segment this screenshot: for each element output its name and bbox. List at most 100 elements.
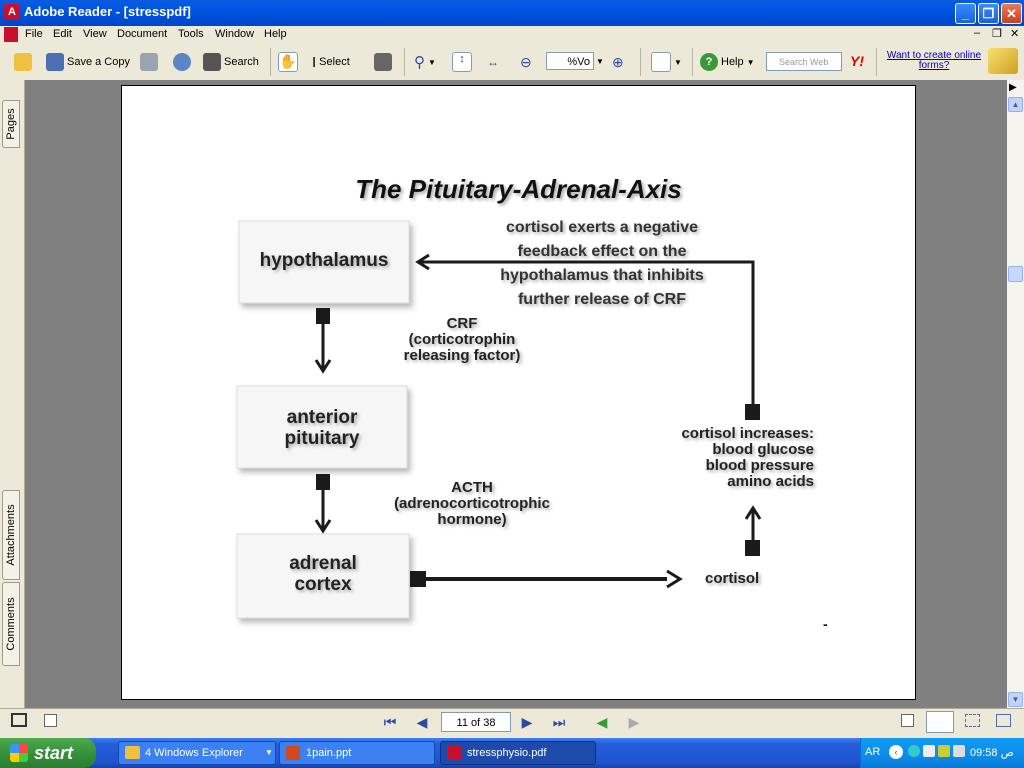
taskbar-item-explorer[interactable]: 4 Windows Explorer ▼ xyxy=(118,741,276,765)
feedback-arrow-tail xyxy=(745,404,760,420)
doc-minimize-button[interactable]: – xyxy=(974,27,981,39)
tab-pages[interactable]: Pages xyxy=(2,100,20,148)
chevron-down-icon: ▼ xyxy=(746,57,755,67)
select-tool-button[interactable]: I Select xyxy=(312,50,350,74)
fit-width-button[interactable]: ↔ xyxy=(487,50,499,74)
title-bar xyxy=(0,0,1024,26)
feedback-line-3: hypothalamus that inhibits xyxy=(500,267,704,284)
feedback-line-1: cortisol exerts a negative xyxy=(505,219,699,236)
zoom-dropdown-arrow[interactable]: ▼ xyxy=(596,57,604,66)
page-number-field[interactable]: 11 of 38 xyxy=(441,712,511,732)
taskbar-item-explorer-label: 4 Windows Explorer xyxy=(145,747,243,759)
start-button[interactable]: start xyxy=(0,738,96,768)
taskbar-item-ppt[interactable]: 1pain.ppt xyxy=(279,741,435,765)
tab-comments[interactable]: Comments xyxy=(2,582,20,666)
email-button[interactable] xyxy=(173,50,191,74)
maximize-button[interactable]: ❐ xyxy=(978,3,999,24)
taskbar-item-pdf[interactable]: stressphysio.pdf xyxy=(440,741,596,765)
previous-page-button[interactable]: ◀ xyxy=(416,714,428,730)
effect-blood-pressure: blood pressure xyxy=(705,457,814,474)
minus-circle-icon: ⊖ xyxy=(520,53,532,70)
cortisol-effects-heading: cortisol increases: xyxy=(681,425,814,442)
yahoo-icon[interactable]: Y! xyxy=(850,53,864,69)
toolbar xyxy=(0,44,1024,81)
tab-attachments[interactable]: Attachments xyxy=(2,490,20,580)
tab-comments-label: Comments xyxy=(5,597,17,651)
scroll-thumb[interactable] xyxy=(1008,266,1023,282)
save-copy-button[interactable]: Save a Copy xyxy=(46,50,130,74)
close-button[interactable]: ✕ xyxy=(1001,3,1022,24)
go-back-button[interactable]: ◀ xyxy=(596,714,608,730)
forms-promo-icon[interactable] xyxy=(988,48,1018,74)
doc-restore-button[interactable]: ❐ xyxy=(992,28,1002,40)
menu-tools[interactable]: Tools xyxy=(178,28,204,40)
menu-bar xyxy=(0,26,1024,44)
toolbar-separator xyxy=(640,48,641,76)
security-icon[interactable] xyxy=(938,745,950,757)
menu-help[interactable]: Help xyxy=(264,28,287,40)
search-web-input[interactable]: Search Web xyxy=(766,52,842,71)
scroll-down-button[interactable]: ▼ xyxy=(1008,692,1023,707)
panel-expand-arrow[interactable]: ▶ xyxy=(1009,82,1017,93)
zoom-in-button[interactable]: ⊕ xyxy=(612,50,624,74)
fit-width-icon: ↔ xyxy=(487,55,499,69)
print-button[interactable] xyxy=(140,50,158,74)
window-title: Adobe Reader - [stresspdf] xyxy=(24,4,191,19)
toolbar-separator xyxy=(876,48,877,76)
snapshot-button[interactable] xyxy=(374,50,392,74)
menu-view[interactable]: View xyxy=(83,28,107,40)
feedback-line-4: further release of CRF xyxy=(517,291,687,308)
search-label: Search xyxy=(224,56,259,68)
doc-close-button[interactable]: ✕ xyxy=(1010,28,1020,40)
acth-line-3: hormone) xyxy=(437,511,507,528)
crf-line-3: releasing factor) xyxy=(403,347,521,364)
help-button[interactable]: ? Help ▼ xyxy=(700,50,755,74)
go-forward-button[interactable]: ▶ xyxy=(628,714,640,730)
fit-page-icon: ↕ xyxy=(452,52,472,72)
menu-file[interactable]: File xyxy=(25,28,43,40)
vertical-scrollbar[interactable] xyxy=(1007,80,1024,708)
next-page-button[interactable]: ▶ xyxy=(521,714,533,730)
single-page-icon[interactable] xyxy=(901,714,914,727)
continuous-page-icon[interactable] xyxy=(926,711,954,733)
adobe-reader-icon: A xyxy=(4,4,20,20)
expand-tray-icon[interactable]: ‹ xyxy=(889,745,903,759)
hand-tool-button[interactable]: ✋ xyxy=(278,50,298,74)
first-page-button[interactable]: ⏮ xyxy=(383,714,397,730)
zoom-out-button[interactable]: ⊖ xyxy=(520,50,532,74)
zoom-tool-button[interactable]: ⚲ ▼ xyxy=(414,50,436,74)
rotate-button[interactable]: ▼ xyxy=(651,50,682,74)
tab-attachments-label: Attachments xyxy=(5,504,17,566)
search-button[interactable]: Search xyxy=(203,50,259,74)
crf-label: CRF (corticotrophin releasing factor) xyxy=(372,316,552,364)
page-icon[interactable] xyxy=(44,714,57,727)
feedback-note: cortisol exerts a negative feedback effe… xyxy=(462,216,742,312)
language-indicator[interactable]: AR xyxy=(865,746,881,758)
zoom-level-field[interactable]: %Vo xyxy=(546,52,594,70)
menu-edit[interactable]: Edit xyxy=(53,28,72,40)
select-label: Select xyxy=(319,56,350,68)
help-icon: ? xyxy=(700,53,718,71)
hand-icon: ✋ xyxy=(278,52,298,72)
menu-document[interactable]: Document xyxy=(117,28,168,40)
network-icon[interactable] xyxy=(908,745,920,757)
help-label: Help xyxy=(721,56,744,68)
open-button[interactable] xyxy=(14,50,32,74)
menu-window[interactable]: Window xyxy=(215,28,255,40)
toolbar-separator xyxy=(404,48,405,76)
last-page-button[interactable]: ⏭ xyxy=(552,714,566,730)
acth-arrowhead xyxy=(314,519,332,534)
tray-icons xyxy=(908,745,968,760)
minimize-button[interactable]: _ xyxy=(955,3,976,24)
screen-icon[interactable] xyxy=(11,713,27,727)
create-forms-link[interactable]: Want to create online forms? xyxy=(886,50,982,71)
safely-remove-icon[interactable] xyxy=(923,745,935,757)
scroll-up-button[interactable]: ▲ xyxy=(1008,97,1023,112)
continuous-facing-icon[interactable] xyxy=(965,714,980,727)
crf-arrowhead xyxy=(314,359,332,374)
fit-page-button[interactable]: ↕ xyxy=(452,50,472,74)
facing-pages-icon[interactable] xyxy=(996,714,1011,727)
status-bar xyxy=(0,708,1024,739)
volume-icon[interactable] xyxy=(953,745,965,757)
chevron-down-icon: ▼ xyxy=(674,57,682,67)
